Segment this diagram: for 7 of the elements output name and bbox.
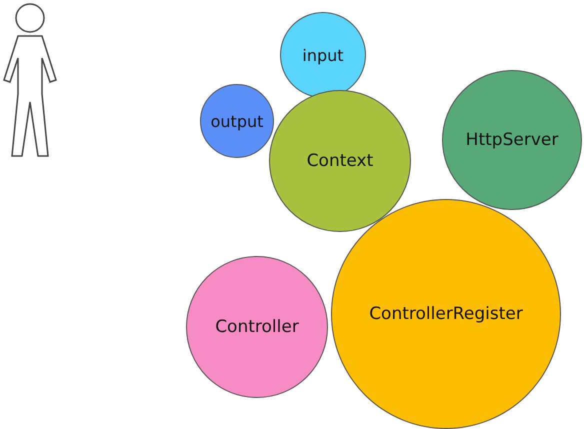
component-name: input bbox=[302, 46, 344, 64]
component-name: output bbox=[210, 112, 264, 130]
person-figure bbox=[0, 2, 60, 160]
component-name: ControllerRegister bbox=[369, 304, 523, 324]
component-name: HttpServer bbox=[466, 130, 558, 150]
component-name: Controller bbox=[215, 317, 299, 337]
component-name: Context bbox=[306, 151, 374, 171]
